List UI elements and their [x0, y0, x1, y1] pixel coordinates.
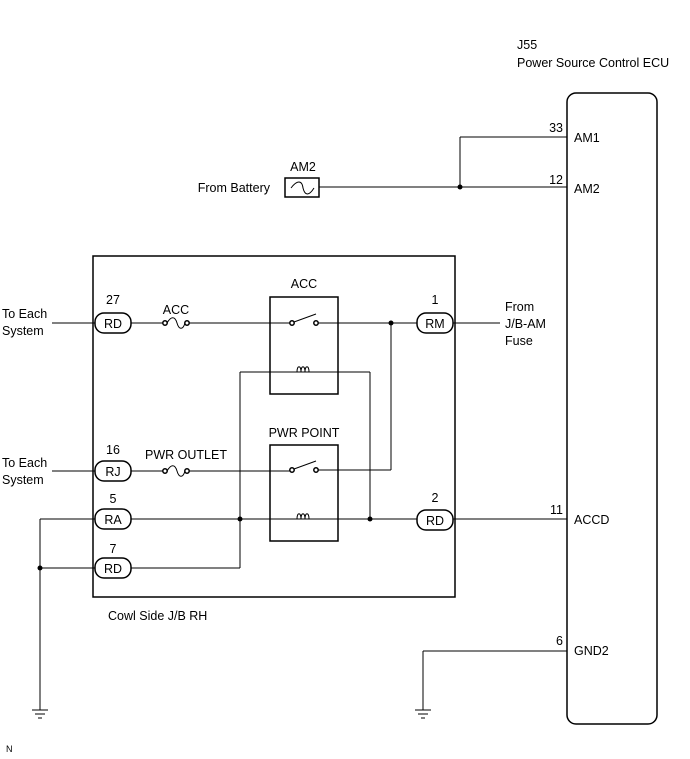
am2-fuse-symbol — [284, 177, 320, 198]
acc-relay-contact-b — [313, 320, 319, 326]
conn-7-number: 7 — [110, 542, 117, 556]
pwr-point-relay-label: PWR POINT — [269, 426, 340, 440]
acc-relay — [269, 296, 339, 395]
from-jb-am-line1: From — [505, 300, 534, 314]
to-each-system-2-line1: To Each — [2, 456, 47, 470]
pwr-fuse-terminal-b — [184, 468, 190, 474]
pwr-fuse-terminal-a — [162, 468, 168, 474]
acc-relay-coil — [296, 366, 310, 373]
acc-relay-switch-arm — [293, 313, 317, 323]
conn-7-code: RD — [104, 562, 122, 576]
conn-1-number: 1 — [432, 293, 439, 307]
acc-relay-label: ACC — [291, 277, 317, 291]
from-jb-am-line2: J/B-AM — [505, 317, 546, 331]
battery-fuse-label: AM2 — [290, 160, 316, 174]
am2-fuse-element — [290, 181, 315, 195]
conn-2 — [416, 509, 454, 531]
to-each-system-1-line2: System — [2, 324, 44, 338]
pwr-relay-contact-a — [289, 467, 295, 473]
ecu-pin-12-number: 12 — [549, 173, 563, 187]
pwr-relay-coil — [296, 513, 310, 520]
conn-2-number: 2 — [432, 491, 439, 505]
pwr-outlet-fuse-label: PWR OUTLET — [145, 448, 227, 462]
pwr-relay-contact-b — [313, 467, 319, 473]
acc-relay-contact-a — [289, 320, 295, 326]
cowl-jb-box — [92, 255, 456, 598]
conn-1-code: RM — [425, 317, 444, 331]
conn-16-code: RJ — [105, 465, 120, 479]
pwr-relay-switch-arm — [293, 460, 317, 470]
conn-5-code: RA — [104, 513, 122, 527]
conn-27-number: 27 — [106, 293, 120, 307]
splice-ground-left — [37, 565, 43, 571]
acc-fuse-symbol — [166, 317, 186, 329]
ground-symbol-left — [32, 709, 48, 719]
ecu-pin-33-number: 33 — [549, 121, 563, 135]
ecu-box — [566, 92, 658, 725]
to-each-system-1-line1: To Each — [2, 307, 47, 321]
to-each-system-2-line2: System — [2, 473, 44, 487]
from-battery-label: From Battery — [198, 181, 271, 195]
acc-fuse-label: ACC — [163, 303, 189, 317]
ecu-pin-gnd2-label: GND2 — [574, 644, 609, 658]
conn-5-number: 5 — [110, 492, 117, 506]
splice-am1-am2 — [457, 184, 463, 190]
ground-symbol-right — [415, 709, 431, 719]
pwr-fuse-symbol — [166, 465, 186, 477]
acc-fuse-terminal-b — [184, 320, 190, 326]
conn-27-code: RD — [104, 317, 122, 331]
ecu-pin-am1-label: AM1 — [574, 131, 600, 145]
pwr-point-relay — [269, 444, 339, 542]
conn-16-number: 16 — [106, 443, 120, 457]
conn-2-code: RD — [426, 514, 444, 528]
ecu-pin-am2-label: AM2 — [574, 182, 600, 196]
ecu-pin-accd-label: ACCD — [574, 513, 609, 527]
ecu-name: Power Source Control ECU — [517, 56, 669, 70]
ecu-pin-6-number: 6 — [556, 634, 563, 648]
from-jb-am-line3: Fuse — [505, 334, 533, 348]
ecu-code: J55 — [517, 38, 537, 52]
ecu-pin-11-number: 11 — [550, 503, 563, 517]
corner-mark: N — [6, 744, 13, 754]
acc-fuse-terminal-a — [162, 320, 168, 326]
cowl-jb-label: Cowl Side J/B RH — [108, 609, 207, 623]
